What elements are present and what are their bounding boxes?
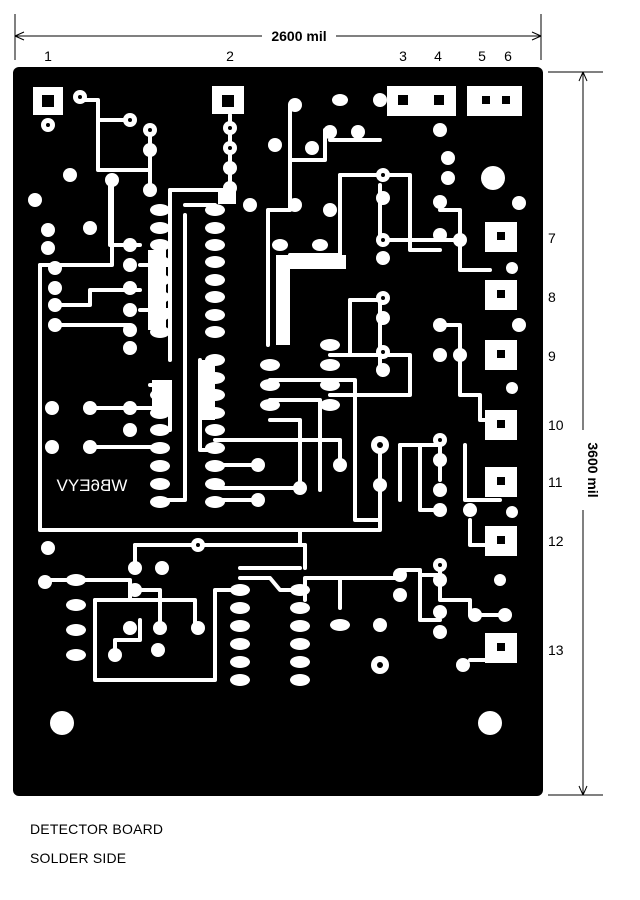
- height-dimension: [548, 71, 603, 796]
- pad-label-3: 3: [399, 48, 407, 64]
- pad-label-4: 4: [434, 48, 442, 64]
- pad-label-13: 13: [548, 642, 564, 658]
- pad-label-7: 7: [548, 230, 556, 246]
- pad-label-1: 1: [44, 48, 52, 64]
- ic-pads: [66, 94, 350, 686]
- height-label: 3600 mil: [585, 442, 601, 497]
- caption-subtitle: SOLDER SIDE: [30, 850, 127, 866]
- width-dimension: [14, 14, 542, 60]
- board-marking: WB6EYV: [56, 476, 128, 495]
- pad-label-8: 8: [548, 289, 556, 305]
- caption-title: DETECTOR BOARD: [30, 821, 164, 837]
- pad-label-12: 12: [548, 533, 564, 549]
- pad-label-10: 10: [548, 417, 564, 433]
- pcb-board: [13, 67, 543, 796]
- pad-label-5: 5: [478, 48, 486, 64]
- pad-label-9: 9: [548, 348, 556, 364]
- pad-label-2: 2: [226, 48, 234, 64]
- mounting-holes: [50, 166, 505, 735]
- width-label: 2600 mil: [271, 28, 326, 44]
- pad-label-11: 11: [548, 474, 563, 490]
- pad-label-6: 6: [504, 48, 512, 64]
- copper-planes: [148, 190, 346, 420]
